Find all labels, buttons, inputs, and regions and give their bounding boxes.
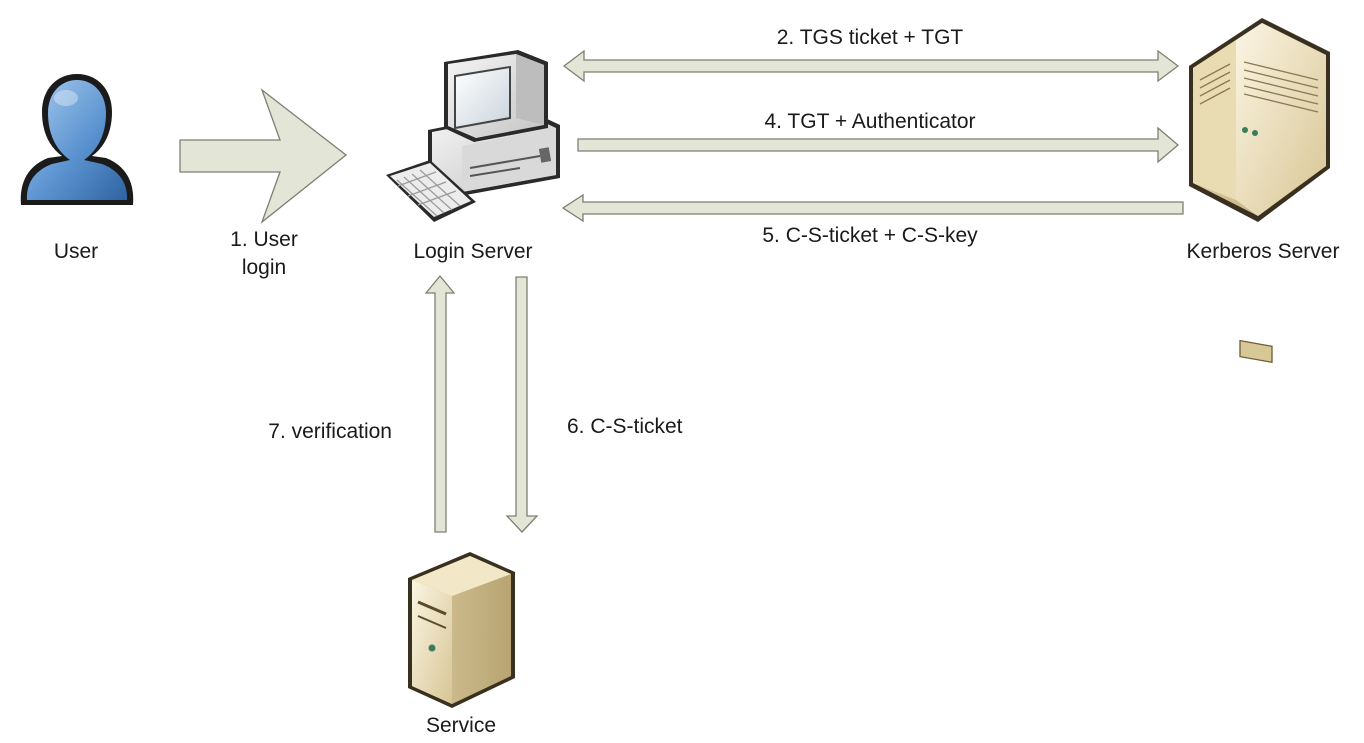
step-2-label: 2. TGS ticket + TGT xyxy=(777,26,964,49)
arrow-step-7 xyxy=(424,274,456,533)
arrow-step-5 xyxy=(561,193,1184,223)
login-server-label: Login Server xyxy=(413,240,532,263)
arrow-step-6 xyxy=(505,276,539,533)
step-5-label: 5. C-S-ticket + C-S-key xyxy=(762,224,978,247)
user-icon xyxy=(20,74,134,205)
step-7-label: 7. verification xyxy=(268,420,392,443)
step-1-label-line-1: 1. User xyxy=(230,228,298,251)
step-1-label-line-2: login xyxy=(242,256,286,279)
tower-server-icon xyxy=(408,552,515,708)
kerberos-server-label: Kerberos Server xyxy=(1187,240,1340,263)
step-4-label: 4. TGT + Authenticator xyxy=(764,110,975,133)
arrow-step-2 xyxy=(562,49,1180,83)
step-6-label: 6. C-S-ticket xyxy=(567,415,683,438)
service-label: Service xyxy=(426,714,496,737)
arrow-step-1 xyxy=(179,88,348,224)
workstation-icon xyxy=(386,50,560,222)
arrow-step-4 xyxy=(577,126,1180,164)
user-label: User xyxy=(54,240,98,263)
server-rack-icon xyxy=(1189,18,1330,364)
